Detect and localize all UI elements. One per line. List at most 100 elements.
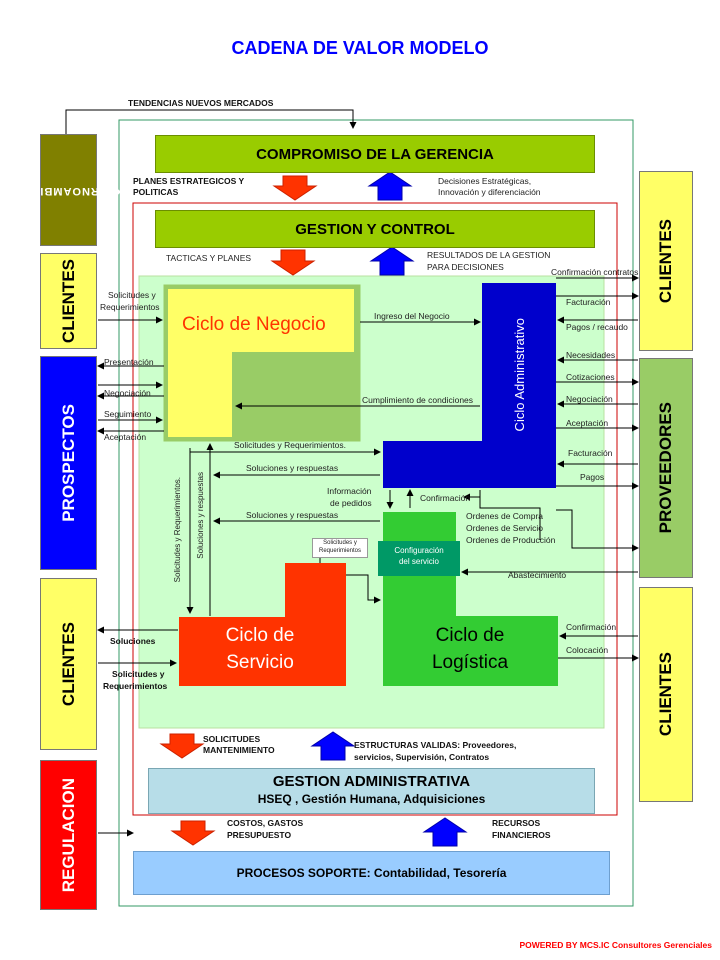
configuracion-line-1: Configuración (394, 546, 444, 555)
vert-soluciones-label: Soluciones y respuestas (195, 471, 205, 559)
gestion-control-bar: GESTION Y CONTROL (155, 210, 595, 248)
presentacion-label: Presentación (104, 357, 154, 367)
gestion-administrativa-sub: HSEQ , Gestión Humana, Adquisiciones (257, 792, 486, 806)
recursos-1: RECURSOS (492, 818, 541, 828)
necesidades-label: Necesidades (566, 350, 616, 360)
footer-credit: POWERED BY MCS.IC Consultores Gerenciale… (519, 940, 712, 950)
ciclo-administrativo-label-wrap: Ciclo Administrativo (506, 290, 532, 460)
solicitudes-bottom-2: Requerimientos (103, 681, 168, 691)
clientes-right-bottom-label: CLIENTES (656, 652, 675, 737)
ordenes-servicio-label: Ordenes de Servicio (466, 523, 544, 533)
arrow-up-3 (310, 731, 356, 761)
ciclo-servicio-line-2: Servicio (226, 652, 294, 673)
decisiones-label-2: Innovación y diferenciación (438, 187, 541, 197)
ciclo-servicio-shape (179, 563, 346, 686)
tendencias-line (65, 109, 357, 134)
clientes-left-bottom-label: CLIENTES (58, 621, 78, 707)
tendencias-label: TENDENCIAS NUEVOS MERCADOS (128, 98, 274, 108)
facturacion2-label: Facturación (568, 448, 613, 458)
solicitudes-small-1: Solicitudes y (323, 540, 357, 546)
soluciones-resp-2-label: Soluciones y respuestas (246, 510, 339, 520)
arrow-down-2 (270, 249, 316, 276)
ciclo-servicio-line-1: Ciclo de (225, 625, 295, 646)
compromiso-bar: COMPROMISO DE LA GERENCIA (155, 135, 595, 173)
arrow-up-2 (369, 246, 415, 276)
negociacion-left-label: Negociación (104, 388, 151, 398)
seguimiento-label: Seguimiento (104, 409, 152, 419)
facturacion-label: Facturación (566, 297, 611, 307)
regulacion-label: REGULACION (58, 777, 78, 893)
configuracion-box (378, 541, 460, 576)
externo-label: EXTERNO (71, 184, 132, 197)
informacion-pedidos-2: de pedidos (330, 498, 372, 508)
solicitudes-top-1: Solicitudes y (108, 290, 156, 300)
arrow-up-1 (367, 171, 413, 201)
solicitudes-req-label: Solicitudes y Requerimientos. (234, 440, 346, 450)
configuracion-line-2: del servicio (398, 557, 439, 566)
arrow-down-3 (159, 733, 205, 759)
compromiso-label: COMPROMISO DE LA GERENCIA (256, 145, 494, 163)
solicitudes-small-box: Solicitudes y Requerimientos (312, 538, 368, 558)
confirmacion-right-label: Confirmación (566, 622, 617, 632)
vert-solicitudes-wrap: Solicitudes y Requerimientos. (170, 455, 184, 605)
ambiente-label: AMBIENTE (5, 184, 72, 197)
procesos-soporte-label: PROCESOS SOPORTE: Contabilidad, Tesorerí… (236, 866, 507, 880)
colocacion-label: Colocación (566, 645, 609, 655)
clientes-right-top-label: CLIENTES (656, 218, 675, 304)
ordenes-compra-label: Ordenes de Compra (466, 511, 544, 521)
soluciones-resp-1-label: Soluciones y respuestas (246, 463, 339, 473)
planes-label-1: PLANES ESTRATEGICOS Y (133, 176, 245, 186)
arrow-down-4 (170, 820, 216, 846)
vert-solicitudes-label: Solicitudes y Requerimientos. (172, 477, 182, 583)
solicitudes-mant-1: SOLICITUDES (203, 734, 261, 744)
clientes-left-top-block: CLIENTES (40, 253, 97, 349)
cumplimiento-label: Cumplimiento de condiciones (362, 395, 474, 405)
gestion-administrativa-bar: GESTION ADMINISTRATIVA HSEQ , Gestión Hu… (148, 768, 595, 814)
ordenes-produccion-label: Ordenes de Producción (466, 535, 556, 545)
solicitudes-mant-2: MANTENIMIENTO (203, 745, 275, 755)
solicitudes-bottom-1: Solicitudes y (112, 669, 165, 679)
cotizaciones-label: Cotizaciones (566, 372, 615, 382)
costos-1: COSTOS, GASTOS (227, 818, 304, 828)
decisiones-label-1: Decisiones Estratégicas, (438, 176, 532, 186)
estructuras-2: servicios, Supervisión, Contratos (354, 752, 490, 762)
ciclo-servicio-label: Ciclo de Servicio (200, 622, 320, 676)
resultados-label-2: PARA DECISIONES (427, 262, 504, 272)
configuracion-label: Configuración del servicio (378, 545, 460, 567)
solicitudes-small-2: Requerimientos (318, 548, 362, 554)
clientes-left-bottom-block: CLIENTES (40, 578, 97, 750)
ciclo-administrativo-shape (383, 283, 556, 488)
proveedores-label: PROVEEDORES (656, 402, 675, 534)
vert-soluciones-wrap: Soluciones y respuestas (193, 455, 207, 575)
tacticas-label: TACTICAS Y PLANES (166, 253, 252, 263)
clientes-right-bottom-block: CLIENTES (639, 587, 693, 802)
arrow-up-4 (422, 817, 468, 847)
resultados-label-1: RESULTADOS DE LA GESTION (427, 250, 551, 260)
ciclo-negocio-shape (168, 289, 354, 437)
gestion-administrativa-title: GESTION ADMINISTRATIVA (272, 773, 471, 790)
soluciones-left-label: Soluciones (110, 636, 156, 646)
informacion-pedidos-1: Información (327, 486, 372, 496)
abastecimiento-label: Abastecimiento (508, 570, 567, 580)
aceptacion-left-label: Aceptación (104, 432, 147, 442)
costos-2: PRESUPUESTO (227, 830, 292, 840)
pagos-label: Pagos (580, 472, 605, 482)
solicitudes-top-2: Requerimientos (100, 302, 160, 312)
arrow-down-1 (272, 175, 318, 201)
negociacion-right-label: Negociación (566, 394, 613, 404)
ciclo-logistica-line-1: Ciclo de (435, 625, 505, 646)
gestion-control-label: GESTION Y CONTROL (295, 220, 455, 238)
regulacion-block: REGULACION (40, 760, 97, 910)
confirmacion-inner-label: Confirmación (420, 493, 471, 503)
red-frame (132, 202, 618, 816)
estructuras-1: ESTRUCTURAS VALIDAS: Proveedores, (354, 740, 517, 750)
prospectos-block: PROSPECTOS (40, 356, 97, 570)
aceptacion-right-label: Aceptación (566, 418, 609, 428)
clientes-right-top-block: CLIENTES (639, 171, 693, 351)
recursos-2: FINANCIEROS (492, 830, 551, 840)
ciclo-logistica-label: Ciclo de Logística (410, 622, 530, 676)
ciclo-logistica-line-2: Logística (431, 652, 509, 673)
ciclo-negocio-label: Ciclo de Negocio (182, 314, 326, 335)
pagos-recaudo-label: Pagos / recaudo (566, 322, 628, 332)
